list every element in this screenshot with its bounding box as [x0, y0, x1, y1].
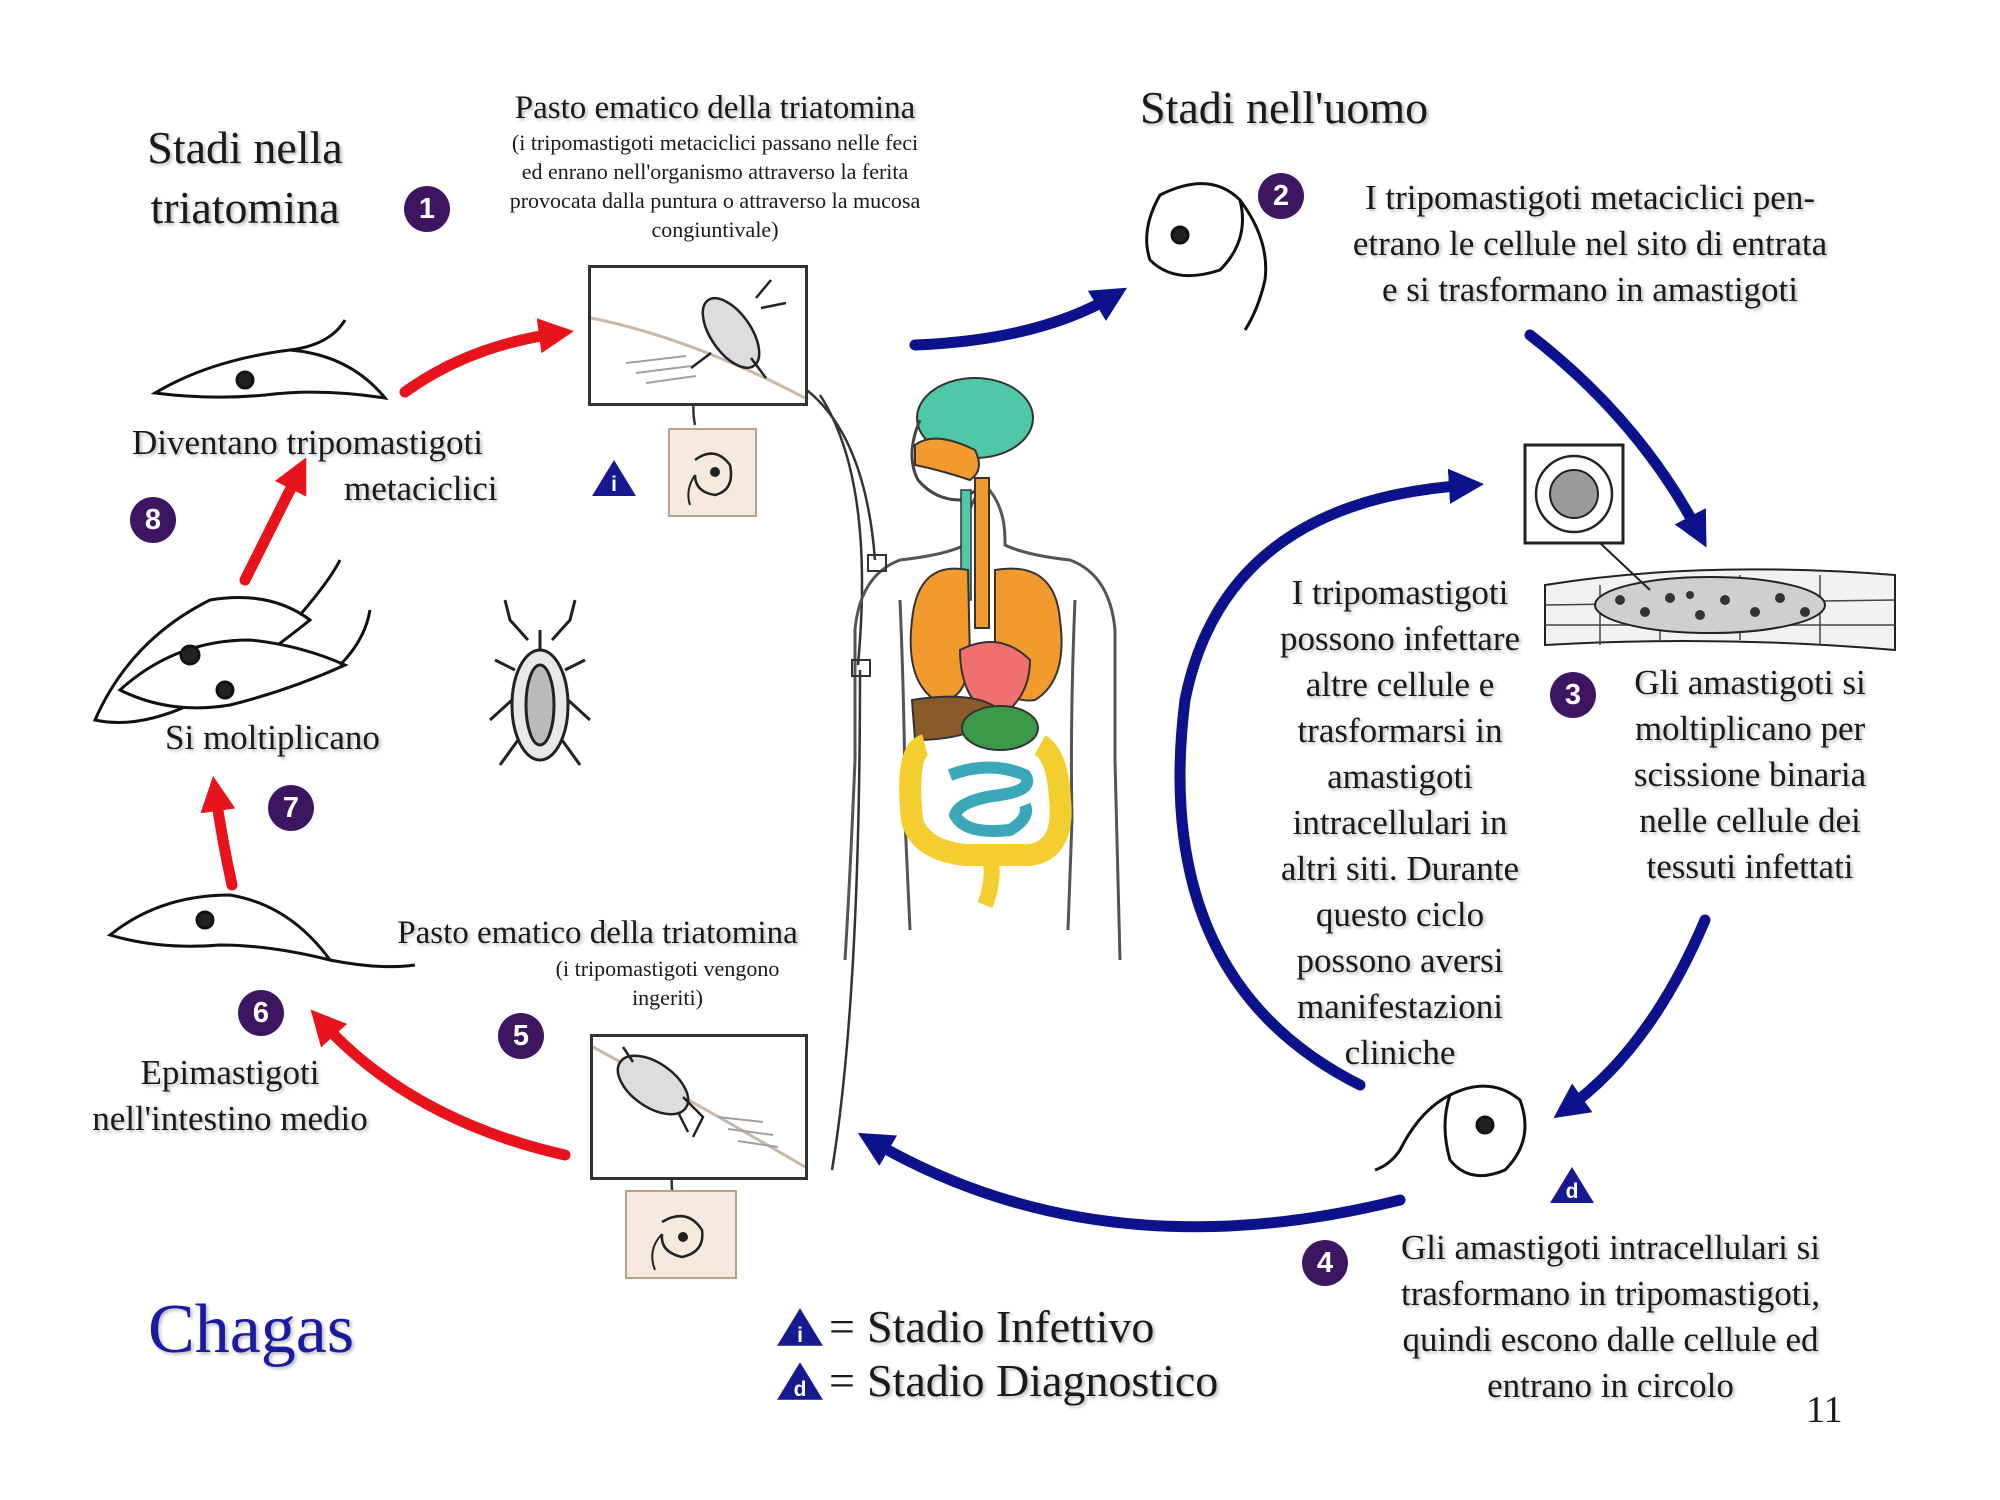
legend-separator: = — [829, 1300, 855, 1354]
step-number-2: 2 — [1258, 173, 1304, 219]
small-intestine — [950, 768, 1027, 832]
reinfection-line: altre cellule e — [1245, 662, 1555, 708]
bug-feeding-icon — [591, 268, 805, 403]
diagram-title: Chagas — [148, 1290, 354, 1370]
legend-infective: i = Stadio Infettivo — [775, 1300, 1295, 1354]
step-3-line: nelle cellule dei — [1600, 798, 1900, 844]
step-8-line: metaciclici — [132, 466, 552, 512]
arrow-8-to-1 — [405, 333, 560, 392]
step-4-line: quindi escono dalle cellule ed — [1358, 1317, 1863, 1363]
trypomastigote-icon — [627, 1192, 735, 1277]
bug-feeding-icon — [593, 1037, 805, 1177]
header-triatomina-stages: Stadi nella triatomina — [110, 118, 380, 238]
reinfection-line: questo ciclo — [1245, 892, 1555, 938]
reinfection-line: trasformarsi in — [1245, 708, 1555, 754]
step-3-line: scissione binaria — [1600, 752, 1900, 798]
step-1-line: provocata dalla puntura o attraverso la … — [455, 186, 975, 215]
esophagus — [975, 478, 989, 628]
step-2-text: I tripomastigoti metaciclici pen- etrano… — [1310, 175, 1870, 313]
marker-letter: i — [590, 474, 638, 496]
arrow-3-to-4 — [1565, 920, 1705, 1110]
step-5-title: Pasto ematico della triatomina — [355, 912, 840, 954]
step-2-line: etrano le cellule nel sito di entrata — [1310, 221, 1870, 267]
step-6-line: Epimastigoti — [55, 1050, 405, 1096]
parasite-inset-5 — [625, 1190, 737, 1279]
step-number-3: 3 — [1550, 672, 1596, 718]
reinfection-line: intracellulari in — [1245, 800, 1555, 846]
step-1-text: Pasto ematico della triatomina (i tripom… — [455, 88, 975, 244]
step-number-7: 7 — [268, 785, 314, 831]
diagnostic-stage-marker: d — [1548, 1165, 1596, 1205]
parasite-stage-2 — [1147, 184, 1243, 276]
legend-separator: = — [829, 1354, 855, 1408]
step-number-6: 6 — [238, 990, 284, 1036]
step-5-line: ingeriti) — [355, 983, 840, 1012]
step-7-label: Si moltiplicano — [165, 715, 465, 761]
arrow-6-to-7 — [215, 790, 232, 885]
step-number-4: 4 — [1302, 1240, 1348, 1286]
reinfection-line: cliniche — [1245, 1030, 1555, 1076]
reinfection-line: possono infettare — [1245, 616, 1555, 662]
parasite-stage-8 — [155, 350, 385, 398]
marker-letter: d — [1548, 1181, 1596, 1203]
page-number: 11 — [1806, 1388, 1843, 1432]
step-1-title: Pasto ematico della triatomina — [455, 88, 975, 128]
reinfection-text: I tripomastigoti possono infettare altre… — [1245, 570, 1555, 1076]
legend-diagnostic-label: Stadio Diagnostico — [867, 1354, 1218, 1408]
parasite-inset-1 — [668, 428, 757, 517]
legend-diagnostic: d = Stadio Diagnostico — [775, 1354, 1295, 1408]
arrow-1-to-2 — [915, 295, 1115, 345]
infective-stage-marker: i — [590, 458, 638, 498]
bite-scene-box-5 — [590, 1034, 808, 1180]
trypomastigote-icon — [670, 430, 755, 515]
step-5-text: Pasto ematico della triatomina (i tripom… — [355, 912, 840, 1012]
step-1-line: congiuntivale) — [455, 215, 975, 244]
parasite-stage-6 — [110, 895, 330, 960]
step-2-line: I tripomastigoti metaciclici pen- — [1310, 175, 1870, 221]
step-6-line: nell'intestino medio — [55, 1096, 405, 1142]
reinfection-line: manifestazioni — [1245, 984, 1555, 1030]
legend-diagnostic-marker: d — [775, 1359, 825, 1403]
header-line: triatomina — [110, 178, 380, 238]
stomach — [962, 706, 1038, 750]
header-human-stages: Stadi nell'uomo — [1140, 78, 1540, 138]
step-number-5: 5 — [498, 1013, 544, 1059]
step-3-line: tessuti infettati — [1600, 844, 1900, 890]
step-4-line: entrano in circolo — [1358, 1363, 1863, 1409]
marker-letter: d — [775, 1379, 825, 1401]
step-number-1: 1 — [404, 186, 450, 232]
step-3-line: moltiplicano per — [1600, 706, 1900, 752]
step-1-line: (i tripomastigoti metaciclici passano ne… — [455, 128, 975, 157]
step-3-line: Gli amastigoti si — [1600, 660, 1900, 706]
step-2-line: e si trasformano in amastigoti — [1310, 267, 1870, 313]
step-4-line: trasformano in tripomastigoti, — [1358, 1271, 1863, 1317]
legend-infective-marker: i — [775, 1305, 825, 1349]
step-4-line: Gli amastigoti intracellulari si — [1358, 1225, 1863, 1271]
infected-tissue-illustration — [1545, 569, 1895, 650]
reinfection-line: altri siti. Durante — [1245, 846, 1555, 892]
step-6-text: Epimastigoti nell'intestino medio — [55, 1050, 405, 1142]
step-4-text: Gli amastigoti intracellulari si trasfor… — [1358, 1225, 1863, 1409]
rectum — [985, 855, 992, 905]
bite-scene-box-1 — [588, 265, 808, 406]
lung-left — [911, 569, 970, 701]
step-8-text: Diventano tripomastigoti metaciclici — [132, 420, 552, 512]
human-body-illustration — [845, 378, 1120, 960]
reinfection-line: amastigoti — [1245, 754, 1555, 800]
reinfection-line: I tripomastigoti — [1245, 570, 1555, 616]
step-3-text: Gli amastigoti si moltiplicano per sciss… — [1600, 660, 1900, 890]
triatomine-bug-illustration — [490, 600, 590, 765]
reinfection-line: possono aversi — [1245, 938, 1555, 984]
step-1-line: ed enrano nell'organismo attraverso la f… — [455, 157, 975, 186]
header-line: Stadi nella — [110, 118, 380, 178]
legend-infective-label: Stadio Infettivo — [867, 1300, 1154, 1354]
arrow-4-to-5 — [870, 1140, 1400, 1227]
step-5-line: (i tripomastigoti vengono — [355, 954, 840, 983]
step-8-line: Diventano tripomastigoti — [132, 420, 552, 466]
connector-lines — [800, 385, 875, 1170]
infected-cell-nucleus — [1550, 470, 1598, 518]
marker-letter: i — [775, 1325, 825, 1347]
legend: i = Stadio Infettivo d = Stadio Diagnost… — [775, 1300, 1295, 1408]
